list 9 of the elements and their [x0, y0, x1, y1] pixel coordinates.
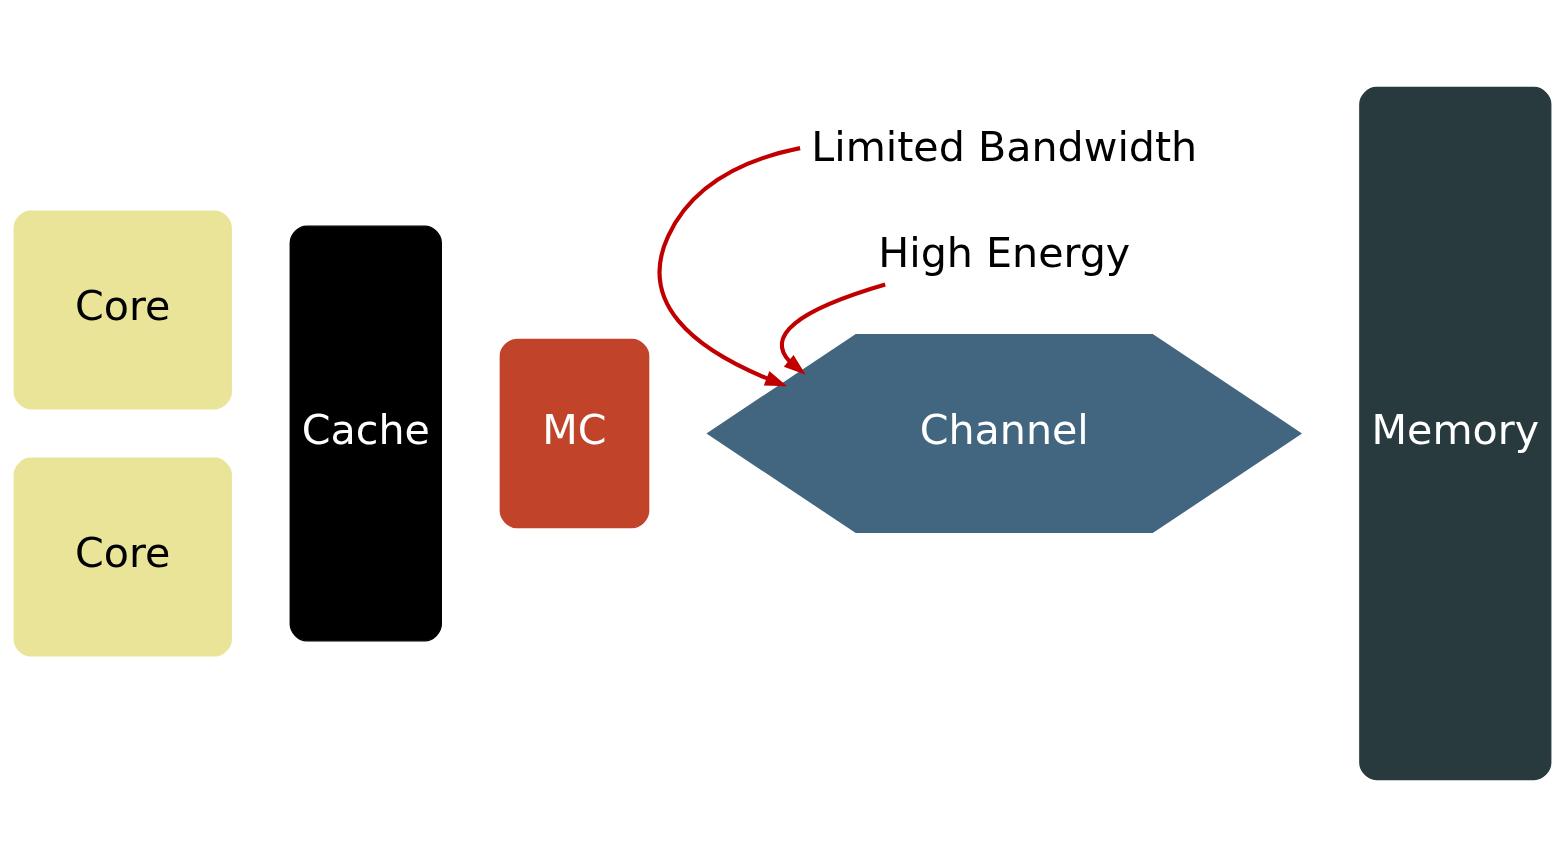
node-box: Memory: [1359, 86, 1552, 781]
node-text: Limited Bandwidth: [811, 122, 1198, 171]
node-box: MC: [499, 338, 650, 529]
node-box: Core: [13, 210, 232, 410]
arrow: [779, 282, 886, 375]
node-box: Cache: [289, 225, 442, 642]
node-text: High Energy: [878, 228, 1131, 277]
node-box: Core: [13, 457, 232, 657]
arrow: [657, 146, 801, 387]
